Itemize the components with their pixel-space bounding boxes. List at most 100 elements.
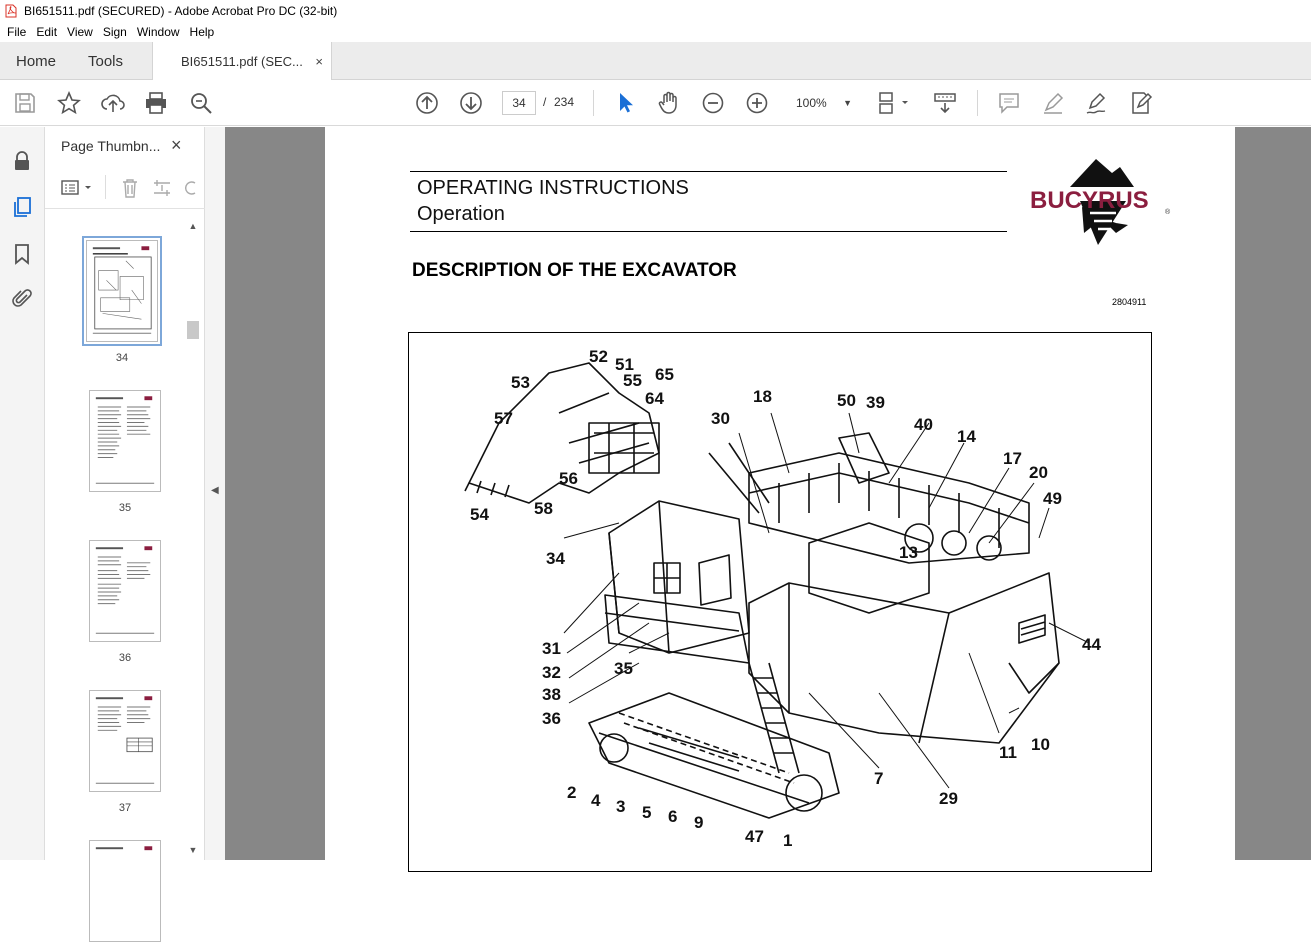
callout-label: 36: [542, 709, 561, 728]
upload-cloud-icon[interactable]: [100, 90, 126, 116]
document-view[interactable]: OPERATING INSTRUCTIONS Operation BUCYRUS…: [225, 127, 1311, 872]
thumbnail-preview: [95, 696, 155, 784]
thumbnail-page[interactable]: [89, 540, 161, 642]
callout-label: 7: [874, 769, 884, 788]
zoom-level-dropdown[interactable]: 100% ▼: [788, 91, 858, 115]
callout-label: 5: [642, 803, 652, 822]
scroll-mode-icon[interactable]: [932, 90, 958, 116]
collapse-left-icon: ◀: [211, 485, 219, 496]
page-separator: /: [543, 95, 547, 109]
callout-label: 31: [542, 639, 561, 658]
attachment-paperclip-icon[interactable]: [10, 287, 34, 311]
menu-file[interactable]: File: [7, 25, 27, 39]
menu-view[interactable]: View: [67, 25, 93, 39]
sign-pen-icon[interactable]: [1084, 90, 1110, 116]
page-thumbnails-icon[interactable]: [10, 195, 34, 219]
callout-label: 9: [694, 813, 704, 832]
page-thumbnails-panel: Page Thumbn... × 34 35: [45, 127, 205, 942]
previous-page-icon[interactable]: [414, 90, 440, 116]
scroll-down-arrow-icon[interactable]: ▼: [188, 845, 198, 855]
next-page-icon[interactable]: [458, 90, 484, 116]
thumbnail-scrollbar[interactable]: ▲ ▼: [186, 221, 200, 860]
registered-mark: ®: [1165, 209, 1171, 216]
document-header-subtitle: Operation: [417, 203, 505, 225]
search-zoom-icon[interactable]: [188, 90, 214, 116]
callout-label: 40: [914, 415, 933, 434]
menu-bar: File Edit View Sign Window Help: [0, 22, 1311, 42]
tab-document-label: BI651511.pdf (SEC...: [181, 54, 303, 69]
page-total: 234: [554, 95, 575, 109]
callout-label: 35: [614, 659, 633, 678]
menu-help[interactable]: Help: [189, 25, 215, 39]
scroll-up-arrow-icon[interactable]: ▲: [188, 221, 198, 231]
thumbnail-page[interactable]: [89, 390, 161, 492]
toolbar-divider: [593, 90, 594, 116]
zoom-out-icon[interactable]: [700, 90, 726, 116]
callout-label: 56: [559, 469, 578, 488]
callout-label: 50: [837, 391, 856, 410]
callout-label: 6: [668, 807, 678, 826]
callout-label: 11: [999, 743, 1017, 762]
thumbnail-label: 35: [118, 502, 132, 514]
thumbnail-options-icon[interactable]: [61, 179, 95, 197]
callout-label: 2: [567, 783, 577, 802]
callout-label: 14: [957, 427, 976, 446]
document-number: 2804911: [1112, 297, 1147, 307]
chevron-down-icon: ▼: [843, 98, 852, 108]
thumbnail-label: 34: [115, 352, 129, 364]
acrobat-pdf-icon: [5, 4, 17, 18]
scrollbar-thumb[interactable]: [187, 321, 199, 339]
thumbnail-toolbar: [45, 165, 205, 209]
callout-label: 47: [745, 827, 764, 846]
zoom-level-value: 100%: [796, 96, 827, 110]
lock-icon[interactable]: [10, 149, 34, 173]
thumbnail-page[interactable]: [89, 690, 161, 792]
thumbnail-label: 37: [118, 802, 132, 814]
pdf-page: OPERATING INSTRUCTIONS Operation BUCYRUS…: [325, 127, 1235, 872]
hand-tool-icon[interactable]: [656, 90, 682, 116]
tab-bar: Home Tools BI651511.pdf (SEC... ×: [0, 42, 1311, 81]
menu-window[interactable]: Window: [136, 25, 180, 39]
comment-icon[interactable]: [996, 90, 1022, 116]
thumbnail-page[interactable]: [82, 236, 162, 346]
callout-label: 29: [939, 789, 958, 808]
delete-page-icon[interactable]: [119, 177, 141, 199]
callout-label: 32: [542, 663, 561, 682]
highlight-pen-icon[interactable]: [1040, 90, 1066, 116]
menu-sign[interactable]: Sign: [102, 25, 127, 39]
callout-label: 49: [1043, 489, 1062, 508]
more-tools-icon[interactable]: [185, 177, 199, 199]
callout-label: 34: [546, 549, 565, 568]
thumbnail-preview: [92, 246, 152, 334]
bucyrus-logo: BUCYRUS ®: [1030, 155, 1175, 247]
thumbnail-page[interactable]: [89, 840, 161, 942]
tab-tools[interactable]: Tools: [88, 52, 124, 70]
callout-label: 58: [534, 499, 553, 518]
tab-home[interactable]: Home: [16, 52, 57, 70]
zoom-in-icon[interactable]: [744, 90, 770, 116]
logo-text: BUCYRUS: [1030, 187, 1149, 214]
select-cursor-icon[interactable]: [612, 90, 638, 116]
page-number-input[interactable]: 34: [502, 91, 536, 115]
save-icon[interactable]: [12, 90, 38, 116]
tab-document[interactable]: BI651511.pdf (SEC... ×: [152, 42, 332, 81]
star-icon[interactable]: [56, 90, 82, 116]
print-icon[interactable]: [143, 90, 169, 116]
tab-close-icon[interactable]: ×: [315, 54, 323, 69]
bookmark-icon[interactable]: [10, 242, 34, 266]
menu-edit[interactable]: Edit: [36, 25, 58, 39]
callout-label: 52: [589, 347, 608, 366]
panel-collapse-handle[interactable]: ◀: [205, 127, 225, 860]
edit-document-icon[interactable]: [1128, 90, 1154, 116]
page-fit-icon[interactable]: [876, 90, 910, 116]
rotate-page-icon[interactable]: [151, 177, 173, 199]
callout-label: 57: [494, 409, 513, 428]
callout-label: 1: [783, 831, 793, 850]
excavator-drawing: [464, 362, 1090, 819]
toolbar-divider: [977, 90, 978, 116]
panel-close-icon[interactable]: ×: [171, 135, 182, 155]
callout-label: 39: [866, 393, 885, 412]
title-bar: BI651511.pdf (SECURED) - Adobe Acrobat P…: [0, 0, 1311, 22]
excavator-illustration: 52 51 53 55 65 57 64 30 18 50 39 40 14 1…: [408, 332, 1152, 872]
callout-label: 51: [615, 355, 634, 374]
